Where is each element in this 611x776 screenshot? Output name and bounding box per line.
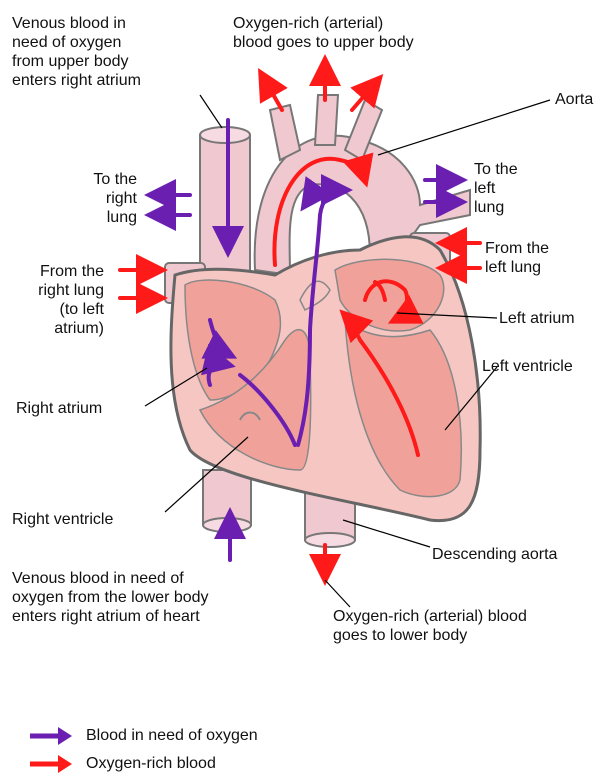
- label-right-ventricle: Right ventricle: [12, 510, 113, 529]
- label-venous-upper: Venous blood in need of oxygen from uppe…: [12, 14, 141, 90]
- inferior-vena-cava: [203, 470, 251, 525]
- label-descending-aorta: Descending aorta: [432, 545, 557, 564]
- legend-label-deoxygenated: Blood in need of oxygen: [86, 726, 258, 745]
- legend-label-oxygenated: Oxygen-rich blood: [86, 754, 216, 773]
- label-left-ventricle: Left ventricle: [482, 357, 573, 376]
- label-from-left-lung: From the left lung: [485, 239, 549, 277]
- label-right-atrium: Right atrium: [16, 399, 102, 418]
- label-venous-lower: Venous blood in need of oxygen from the …: [12, 569, 209, 626]
- label-left-atrium: Left atrium: [499, 309, 575, 328]
- label-oxygen-lower: Oxygen-rich (arterial) blood goes to low…: [333, 607, 527, 645]
- label-aorta: Aorta: [555, 90, 593, 109]
- label-from-right-lung: From the right lung (to left atrium): [38, 262, 104, 338]
- legend-purple-arrow-icon: [30, 727, 72, 745]
- superior-vena-cava: [200, 135, 250, 275]
- label-to-left-lung: To the left lung: [474, 160, 518, 217]
- label-oxygen-upper: Oxygen-rich (arterial) blood goes to upp…: [233, 14, 414, 52]
- legend-red-arrow-icon: [30, 755, 72, 773]
- label-to-right-lung: To the right lung: [93, 170, 137, 227]
